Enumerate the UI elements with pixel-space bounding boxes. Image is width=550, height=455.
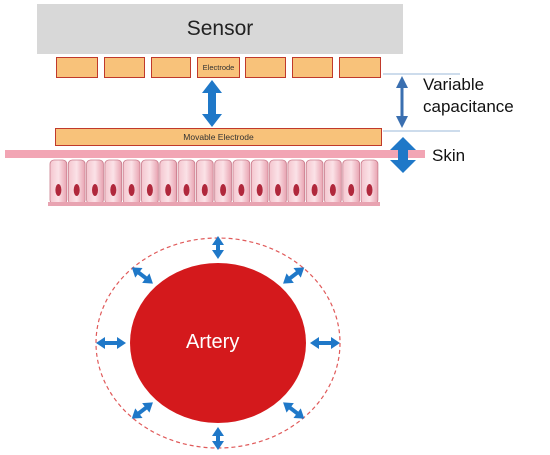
skin-cell: [195, 159, 214, 205]
electrode-label: Electrode: [202, 63, 235, 72]
radial-arrow-shaft: [287, 270, 300, 281]
cell-nucleus: [128, 184, 135, 196]
skin-cell: [177, 159, 196, 205]
cell-nucleus: [238, 184, 245, 196]
skin-cell: [232, 159, 251, 205]
cell-nucleus: [73, 184, 80, 196]
radial-arrow-head: [283, 402, 294, 413]
skin-cell: [324, 159, 342, 205]
cell-nucleus: [146, 184, 153, 196]
radial-arrow-head: [142, 273, 153, 284]
electrode-pad: [245, 57, 286, 78]
radial-arrow-head: [131, 408, 143, 419]
movable-electrode: Movable Electrode: [55, 128, 382, 146]
radial-arrow-head: [142, 402, 153, 413]
radial-arrow-shaft: [136, 270, 149, 281]
electrode-pad: [104, 57, 145, 78]
radial-arrow-head: [212, 427, 224, 436]
cell-nucleus: [220, 184, 227, 196]
radial-arrow-head: [212, 236, 224, 245]
skin-surface: [5, 150, 425, 158]
cell-nucleus: [348, 184, 355, 196]
cell-nucleus: [183, 184, 190, 196]
skin-cell: [214, 159, 232, 205]
skin-cell: [360, 159, 379, 205]
artery: [130, 263, 306, 423]
radial-arrow-head: [212, 250, 224, 259]
variable-capacitance-line2: capacitance: [423, 97, 514, 116]
electrode-pad-labeled: Electrode: [197, 57, 240, 78]
radial-arrow-head: [310, 337, 319, 349]
radial-arrow-head: [293, 267, 305, 278]
cell-nucleus: [275, 184, 281, 196]
skin-cell: [67, 159, 86, 205]
skin-cell: [49, 159, 68, 205]
variable-capacitance-label: Variable capacitance: [423, 74, 514, 118]
cell-nucleus: [329, 184, 336, 196]
cell-nucleus: [110, 184, 117, 196]
cell-nucleus: [165, 184, 172, 196]
cell-nucleus: [55, 184, 62, 196]
skin-base: [48, 202, 380, 206]
skin-cell: [141, 159, 159, 205]
skin-cell: [342, 159, 360, 205]
cell-nucleus: [366, 184, 373, 196]
skin-cell: [86, 159, 104, 205]
cell-nucleus: [311, 184, 318, 196]
skin-cell: [122, 159, 141, 205]
electrode-pad: [339, 57, 381, 78]
skin-cell: [104, 159, 123, 205]
variable-capacitance-line1: Variable: [423, 75, 485, 94]
skin-cell: [159, 159, 178, 205]
sensor: Sensor: [37, 4, 403, 54]
skin-arrow: [390, 137, 416, 173]
cell-nucleus: [92, 184, 98, 196]
radial-arrows: [96, 236, 340, 450]
skin-cell: [305, 159, 324, 205]
electrode-pad: [56, 57, 98, 78]
movable-electrode-label: Movable Electrode: [183, 132, 254, 142]
gap-arrow: [202, 80, 222, 127]
radial-arrow-head: [131, 267, 143, 278]
electrode-pad: [292, 57, 333, 78]
skin-cell: [287, 159, 306, 205]
radial-arrow-head: [331, 337, 340, 349]
skin-cell: [250, 159, 269, 205]
radial-arrow-head: [212, 441, 224, 450]
radial-arrow-head: [293, 408, 305, 419]
capacitance-arrow: [396, 76, 408, 128]
radial-arrow-shaft: [136, 405, 149, 416]
electrode-pad: [151, 57, 191, 78]
cell-nucleus: [201, 184, 208, 196]
skin-label: Skin: [432, 146, 466, 165]
cell-nucleus: [293, 184, 300, 196]
cell-nucleus: [256, 184, 263, 196]
radial-arrow-head: [283, 273, 294, 284]
skin-cell: [269, 159, 287, 205]
radial-arrow-head: [96, 337, 105, 349]
skin-cells: [48, 159, 380, 206]
sensor-label: Sensor: [186, 17, 254, 40]
radial-arrow-head: [117, 337, 126, 349]
radial-arrow-shaft: [287, 405, 300, 416]
artery-label: Artery: [186, 331, 240, 353]
